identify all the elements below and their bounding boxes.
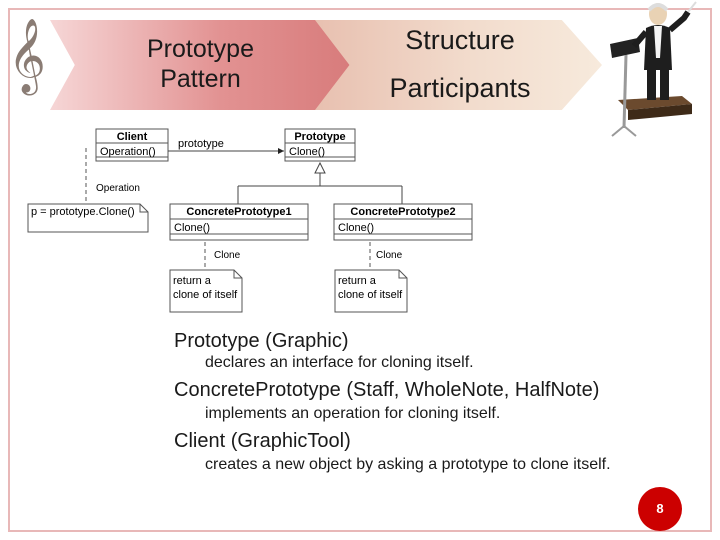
class-concrete-prototype-2: ConcretePrototype2 Clone()	[333, 203, 473, 241]
uml-class-diagram: Client Operation() prototype Prototype C…	[27, 128, 473, 313]
note-operation: p = prototype.Clone()	[27, 203, 149, 233]
class-prototype: Prototype Clone()	[284, 128, 356, 162]
title-line-2: Pattern	[160, 65, 241, 93]
note-operation-text: p = prototype.Clone()	[31, 206, 135, 218]
class-client-name: Client	[117, 131, 148, 143]
class-concrete2-op: Clone()	[338, 222, 374, 234]
note-return-clone-2: return a clone of itself	[334, 269, 408, 313]
clone-label-1: Clone	[214, 250, 241, 261]
treble-clef-icon: 𝄞	[8, 19, 46, 93]
class-concrete1-name: ConcretePrototype1	[186, 206, 291, 218]
sub-bullet-text: implements an operation for cloning itse…	[205, 405, 501, 422]
title-line-1: Prototype	[146, 35, 254, 63]
bullet-term: ConcretePrototype	[174, 379, 341, 401]
note-return-clone-1: return a clone of itself	[169, 269, 243, 313]
bullet-rest: (GraphicTool)	[225, 430, 351, 452]
slide-title: Prototype Pattern	[118, 34, 283, 94]
association-label: prototype	[178, 138, 224, 150]
class-client-op: Operation()	[100, 146, 156, 158]
note-operation-label: Operation	[96, 183, 140, 194]
section-title-participants: Participants	[389, 73, 531, 103]
section-title-structure: Structure	[405, 25, 515, 55]
bullet-rest: (Staff, WholeNote, HalfNote)	[340, 379, 600, 401]
sub-bullet-text: creates a new object by asking a prototy…	[205, 456, 611, 473]
note-return2-line1: return a	[338, 275, 377, 287]
clone-label-2: Clone	[376, 250, 403, 261]
inheritance-triangle	[314, 161, 326, 174]
class-prototype-name: Prototype	[294, 131, 345, 143]
class-concrete-prototype-1: ConcretePrototype1 Clone()	[169, 203, 309, 241]
title-arrow-left	[50, 20, 360, 110]
conductor-figure-icon	[610, 1, 697, 137]
sub-bullet-text: declares an interface for cloning itself…	[205, 354, 474, 371]
bullet-rest: (Graphic)	[259, 330, 349, 352]
note-return1-line2: clone of itself	[173, 289, 238, 301]
title-arrow-right	[315, 20, 602, 110]
page-number-badge: 8	[638, 487, 682, 531]
bullet-term: Client	[174, 430, 226, 452]
class-client: Client Operation()	[95, 128, 169, 162]
slide-border	[8, 8, 712, 532]
note-return1-line1: return a	[173, 275, 212, 287]
association-arrowhead	[278, 148, 284, 154]
class-prototype-op: Clone()	[289, 146, 325, 158]
class-concrete2-name: ConcretePrototype2	[350, 206, 455, 218]
bullet-term: Prototype	[174, 330, 260, 352]
class-concrete1-op: Clone()	[174, 222, 210, 234]
note-return2-line2: clone of itself	[338, 289, 403, 301]
